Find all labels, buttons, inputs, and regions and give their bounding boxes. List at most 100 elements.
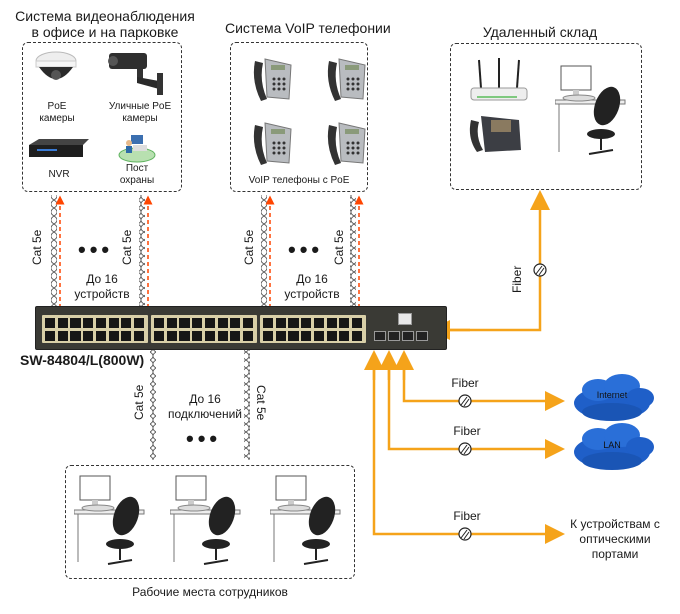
security-post-icon <box>118 135 156 163</box>
switch-model-label: SW-84804/L(800W) <box>20 352 145 368</box>
optical-devices-line2: оптическими <box>579 532 651 546</box>
lan-cloud-icon <box>574 423 654 470</box>
sfp-port[interactable] <box>416 331 428 341</box>
rj45-port[interactable] <box>108 318 119 328</box>
rj45-port[interactable] <box>326 318 337 328</box>
sfp-port[interactable] <box>388 331 400 341</box>
rj45-port[interactable] <box>275 331 286 341</box>
nvr-icon <box>29 139 89 157</box>
dome-camera-icon <box>35 51 77 80</box>
cctv-item-2-label-line1: Уличные PoE <box>108 101 172 112</box>
network-switch <box>35 306 447 350</box>
rj45-port[interactable] <box>204 331 215 341</box>
rj45-port[interactable] <box>217 331 228 341</box>
cable-cctv-1 <box>51 195 57 310</box>
fiber-link-warehouse <box>448 190 550 332</box>
rj45-port[interactable] <box>154 331 165 341</box>
rj45-port[interactable] <box>121 318 132 328</box>
voip-phone-icon <box>327 122 366 165</box>
cable-label: Cat 5e <box>242 229 256 265</box>
rj45-port[interactable] <box>230 331 241 341</box>
rj45-port[interactable] <box>217 318 228 328</box>
cable-label: Cat 5e <box>132 384 146 420</box>
rj45-port[interactable] <box>70 318 81 328</box>
voip-title: Система VoIP телефонии <box>225 20 391 36</box>
rj45-port[interactable] <box>154 318 165 328</box>
fiber-label: Fiber <box>510 265 524 293</box>
rj45-port[interactable] <box>45 331 56 341</box>
rj45-port[interactable] <box>83 331 94 341</box>
rj45-port[interactable] <box>179 331 190 341</box>
cctv-item-3-label: NVR <box>48 169 70 180</box>
rj45-port[interactable] <box>57 331 68 341</box>
rj45-port[interactable] <box>263 331 274 341</box>
rj45-port[interactable] <box>301 318 312 328</box>
sfp-port[interactable] <box>402 331 414 341</box>
cctv-item-1-label-line2: камеры <box>39 113 75 124</box>
internet-cloud-icon <box>574 374 654 421</box>
rj45-port[interactable] <box>192 331 203 341</box>
rj45-port[interactable] <box>242 331 254 341</box>
rj45-port[interactable] <box>45 318 56 328</box>
rj45-port[interactable] <box>57 318 68 328</box>
fiber-connector-icon <box>458 442 472 456</box>
sfp-port[interactable] <box>374 331 386 341</box>
ws-count-line1: До 16 <box>189 392 221 406</box>
ellipsis-dots: ••• <box>288 237 324 262</box>
cctv-group-box: PoE камеры Уличные PoE камеры NVR Пост о… <box>22 42 182 192</box>
rj45-port[interactable] <box>339 331 350 341</box>
rj45-port[interactable] <box>108 331 119 341</box>
rj45-port[interactable] <box>166 331 177 341</box>
voip-phone-icon <box>253 122 292 165</box>
rj45-port[interactable] <box>133 331 145 341</box>
ws-count-line2: подключений <box>168 407 242 421</box>
fiber-label: Fiber <box>453 424 481 438</box>
workstation-icon <box>555 65 626 155</box>
workstations-caption: Рабочие места сотрудников <box>132 585 288 599</box>
fiber-link-lan <box>387 360 565 459</box>
rj45-port[interactable] <box>179 318 190 328</box>
ip-phone-icon <box>469 116 521 152</box>
rj45-port[interactable] <box>313 331 324 341</box>
rj45-port[interactable] <box>288 318 299 328</box>
cctv-count-line2: устройств <box>74 287 130 301</box>
fiber-connector-icon <box>458 527 472 541</box>
warehouse-group-box <box>450 43 642 190</box>
rj45-port[interactable] <box>301 331 312 341</box>
rj45-port[interactable] <box>83 318 94 328</box>
cctv-title-line2: в офисе и на парковке <box>31 24 179 40</box>
fiber-connector-icon <box>533 263 547 277</box>
rj45-port[interactable] <box>351 331 363 341</box>
rj45-port[interactable] <box>204 318 215 328</box>
rj45-port[interactable] <box>95 331 106 341</box>
cable-voip-1 <box>261 195 267 310</box>
rj45-port[interactable] <box>166 318 177 328</box>
cable-label: Cat 5e <box>30 229 44 265</box>
ellipsis-dots: ••• <box>78 237 114 262</box>
rj45-port[interactable] <box>288 331 299 341</box>
rj45-port[interactable] <box>121 331 132 341</box>
cable-label: Cat 5e <box>120 229 134 265</box>
rj45-port[interactable] <box>351 318 363 328</box>
rj45-port[interactable] <box>133 318 145 328</box>
sfp-port-panel <box>374 331 430 343</box>
console-port <box>398 313 412 325</box>
rj45-port[interactable] <box>242 318 254 328</box>
workstation-icon <box>74 475 145 565</box>
rj45-port[interactable] <box>95 318 106 328</box>
rj45-port[interactable] <box>275 318 286 328</box>
rj45-port[interactable] <box>263 318 274 328</box>
voip-phone-icon <box>253 58 292 101</box>
voip-caption: VoIP телефоны с PoE <box>248 175 350 186</box>
rj45-port[interactable] <box>192 318 203 328</box>
rj45-port[interactable] <box>70 331 81 341</box>
rj45-port[interactable] <box>313 318 324 328</box>
rj45-port[interactable] <box>230 318 241 328</box>
cctv-count-line1: До 16 <box>86 272 118 286</box>
rj45-port[interactable] <box>326 331 337 341</box>
voip-count-line1: До 16 <box>296 272 328 286</box>
rj45-port[interactable] <box>339 318 350 328</box>
cctv-item-1-label-line1: PoE <box>47 101 67 112</box>
fiber-label: Fiber <box>451 376 479 390</box>
workstation-icon <box>170 475 241 565</box>
